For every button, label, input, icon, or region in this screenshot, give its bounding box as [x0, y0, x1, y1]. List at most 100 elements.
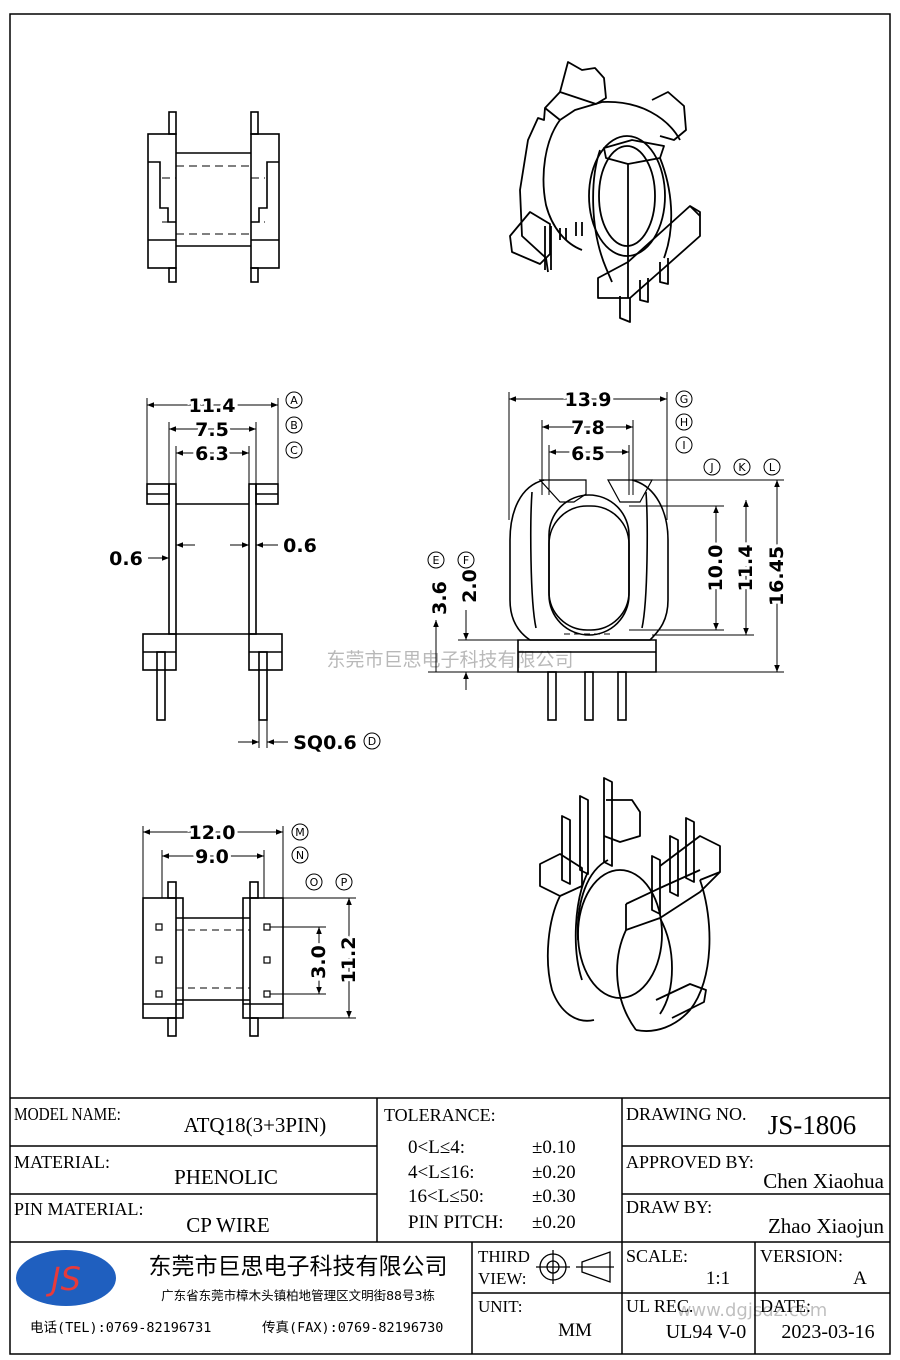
date-value: 2023-03-16 — [781, 1321, 874, 1343]
title-block-grid — [10, 1097, 890, 1354]
draw-by-value: Zhao Xiaojun — [768, 1214, 885, 1238]
svg-text:E: E — [433, 554, 440, 567]
svg-text:N: N — [296, 849, 304, 862]
version-label: VERSION: — [760, 1246, 843, 1266]
svg-text:A: A — [290, 394, 298, 407]
dim-i: 6.5 — [571, 443, 605, 465]
svg-text:P: P — [341, 876, 348, 889]
svg-text:B: B — [290, 419, 298, 432]
version-value: A — [853, 1268, 867, 1289]
svg-text:C: C — [290, 444, 298, 457]
draw-by-label: DRAW BY: — [626, 1197, 712, 1217]
front-view-right-dims — [428, 392, 784, 690]
company-fax: 传真(FAX):0769-82196730 — [262, 1320, 443, 1336]
marker-k: K — [733, 458, 751, 476]
drawing-no-label: DRAWING NO. — [626, 1104, 747, 1124]
company-address: 广东省东莞市樟木头镇柏地管理区文明街88号3栋 — [161, 1288, 435, 1303]
marker-a: A — [285, 391, 303, 409]
approved-by-value: Chen Xiaohua — [763, 1169, 884, 1193]
tolerance-range-4: PIN PITCH: — [408, 1212, 504, 1233]
dim-k: 11.4 — [735, 545, 757, 592]
company-name: 东莞市巨思电子科技有限公司 — [149, 1254, 448, 1280]
dim-p: 11.2 — [338, 937, 360, 984]
dimension-labels: 11.4 7.5 6.3 0.6 0.6 SQ0.6 13.9 7.8 6.5 … — [109, 386, 791, 986]
third-view-label-line2: VIEW: — [478, 1269, 526, 1288]
svg-text:J: J — [709, 461, 713, 474]
tolerance-range-3: 16<L≤50: — [408, 1186, 484, 1207]
tolerance-value-4: ±0.20 — [532, 1212, 576, 1233]
svg-text:JS: JS — [45, 1260, 81, 1298]
svg-text:I: I — [682, 439, 685, 452]
model-name-value: ATQ18(3+3PIN) — [184, 1113, 327, 1137]
tolerance-value-1: ±0.10 — [532, 1137, 576, 1158]
dim-n: 9.0 — [195, 846, 229, 868]
svg-text:G: G — [680, 393, 689, 406]
front-view-left-dims — [146, 398, 288, 745]
svg-text:D: D — [368, 735, 376, 748]
top-side-view — [147, 111, 280, 283]
isometric-view-bottom — [539, 777, 721, 1032]
marker-h: H — [675, 413, 693, 431]
tolerance-value-2: ±0.20 — [532, 1162, 576, 1183]
company-phone: 电话(TEL):0769-82196731 — [30, 1320, 211, 1336]
dim-c: 6.3 — [195, 443, 229, 465]
dim-sq: SQ0.6 — [293, 732, 357, 754]
dim-g: 13.9 — [565, 389, 612, 411]
marker-i: I — [675, 436, 693, 454]
dim-o: 3.0 — [308, 945, 330, 979]
pin-material-label: PIN MATERIAL: — [14, 1199, 144, 1219]
svg-text:H: H — [680, 416, 688, 429]
date-label: DATE: — [760, 1296, 811, 1316]
marker-n: N — [291, 846, 309, 864]
dim-m: 12.0 — [189, 822, 236, 844]
watermark-text: 东莞市巨思电子科技有限公司 — [326, 649, 573, 671]
ul-rec-value: UL94 V-0 — [666, 1321, 747, 1343]
tolerance-range-2: 4<L≤16: — [408, 1162, 475, 1183]
company-logo: JS — [16, 1250, 116, 1306]
marker-e: E — [427, 551, 445, 569]
ul-rec-label: UL REC. — [626, 1296, 693, 1316]
marker-m: M — [291, 823, 309, 841]
reference-markers: A B C D E F G H I J K L M N O P — [285, 390, 781, 891]
svg-text:O: O — [310, 876, 319, 889]
dim-h: 7.8 — [571, 417, 605, 439]
dim-right-gap: 0.6 — [283, 535, 317, 557]
drawing-no-value: JS-1806 — [768, 1110, 857, 1140]
drawing-border — [9, 13, 891, 1355]
marker-g: G — [675, 390, 693, 408]
dim-left-gap: 0.6 — [109, 548, 143, 570]
material-label: MATERIAL: — [14, 1152, 110, 1172]
svg-text:M: M — [295, 826, 305, 839]
marker-f: F — [457, 551, 475, 569]
tolerance-range-1: 0<L≤4: — [408, 1137, 465, 1158]
tolerance-value-3: ±0.30 — [532, 1186, 576, 1207]
isometric-view-top — [509, 61, 701, 323]
bottom-view — [142, 881, 284, 1037]
dim-a: 11.4 — [189, 395, 236, 417]
dim-l: 16.45 — [766, 546, 788, 606]
dim-j: 10.0 — [705, 545, 727, 592]
tolerance-label: TOLERANCE: — [384, 1105, 496, 1125]
scale-label: SCALE: — [626, 1246, 688, 1266]
marker-o: O — [305, 873, 323, 891]
unit-label: UNIT: — [478, 1297, 522, 1316]
third-view-label-line1: THIRD — [478, 1247, 530, 1266]
dim-e: 3.6 — [429, 581, 451, 615]
unit-value: MM — [558, 1320, 592, 1341]
svg-text:L: L — [769, 461, 776, 474]
watermark-url: www.dgjsdz.com — [677, 1300, 828, 1321]
material-value: PHENOLIC — [174, 1165, 278, 1189]
approved-by-label: APPROVED BY: — [626, 1152, 754, 1172]
marker-b: B — [285, 416, 303, 434]
bottom-view-dims — [142, 826, 356, 1019]
front-view-left — [142, 483, 283, 748]
third-angle-projection-icon — [536, 1250, 614, 1284]
scale-value: 1:1 — [706, 1268, 730, 1289]
title-block-text: MODEL NAME: ATQ18(3+3PIN) MATERIAL: PHEN… — [14, 1104, 885, 1343]
marker-c: C — [285, 441, 303, 459]
marker-p: P — [335, 873, 353, 891]
dim-f: 2.0 — [459, 569, 481, 603]
marker-d: D — [363, 732, 381, 750]
front-view-right — [509, 479, 669, 721]
